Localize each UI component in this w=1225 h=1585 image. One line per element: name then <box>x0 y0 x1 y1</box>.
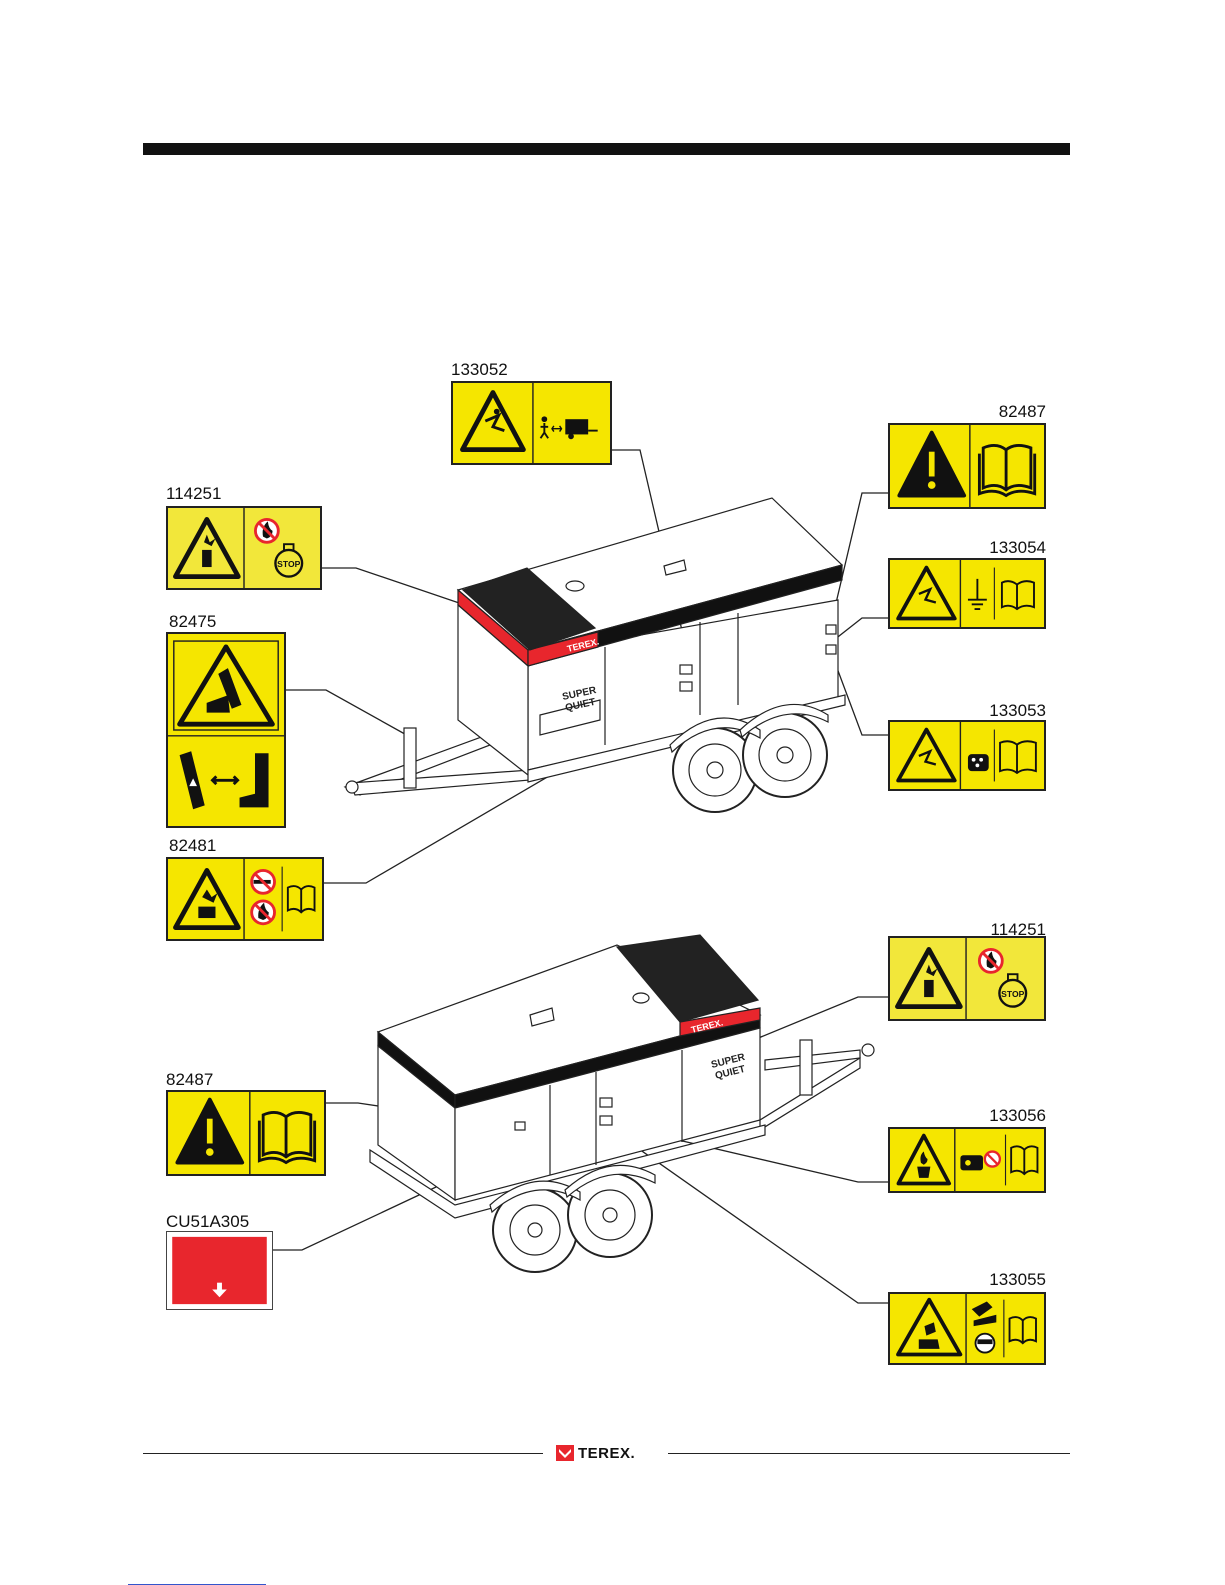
manual-book-icon <box>979 445 1034 495</box>
decal-code-82487-lower: 82487 <box>166 1071 213 1088</box>
electrocution-warning-icon <box>462 393 523 450</box>
engine-stop-icon: STOP <box>275 544 302 576</box>
decal-133053 <box>888 720 1046 791</box>
header-rule <box>143 143 1070 155</box>
quiet-label-upper: QUIET <box>564 697 596 714</box>
super-label-upper: SUPER <box>561 685 598 703</box>
svg-text:STOP: STOP <box>277 559 300 569</box>
electrocution-warning-icon <box>898 730 955 781</box>
decal-133056 <box>888 1127 1046 1193</box>
generator-upper <box>345 498 845 812</box>
no-flame-icon <box>255 519 278 542</box>
manual-book-icon <box>1000 741 1036 773</box>
battery-acid-icon <box>972 1302 997 1327</box>
quiet-label-lower: QUIET <box>714 1064 746 1082</box>
decal-code-133054: 133054 <box>888 539 1046 556</box>
super-label-lower: SUPER <box>710 1052 747 1071</box>
decal-82475 <box>166 632 286 828</box>
decal-133054 <box>888 558 1046 629</box>
decal-82487-upper <box>888 423 1046 509</box>
engine-stop-icon: STOP <box>999 974 1026 1006</box>
decal-code-82475: 82475 <box>169 613 216 630</box>
ground-symbol-icon <box>968 579 987 609</box>
decal-code-82487-upper: 82487 <box>888 403 1046 420</box>
footer-brand: TEREX. <box>578 1445 635 1462</box>
no-open-flame-icon <box>252 901 275 924</box>
decal-82487-lower <box>166 1090 326 1176</box>
decal-114251-lower: STOP <box>888 936 1046 1021</box>
no-smoking-icon <box>252 870 275 893</box>
manual-book-icon <box>1002 581 1034 609</box>
decal-code-114251-upper: 114251 <box>166 485 221 502</box>
leader-lines <box>272 450 888 1303</box>
manual-book-icon <box>259 1112 314 1162</box>
manual-book-icon <box>1010 1317 1036 1343</box>
footer-logo: TEREX. <box>556 1443 658 1463</box>
decal-code-82481: 82481 <box>169 837 216 854</box>
decal-133055 <box>888 1292 1046 1365</box>
decal-code-133055: 133055 <box>888 1271 1046 1288</box>
fuel-explosion-icon <box>175 519 238 576</box>
engine-cooldown-icon <box>960 1152 999 1171</box>
fuel-explosion-icon <box>897 949 960 1006</box>
decal-82481 <box>166 857 324 941</box>
decal-code-CU51A305: CU51A305 <box>166 1213 249 1230</box>
electrical-panel-icon <box>968 754 989 771</box>
manual-book-icon <box>1011 1146 1037 1174</box>
footer-rule-right <box>668 1453 1070 1454</box>
decal-133052 <box>451 381 612 465</box>
terex-logo-icon <box>556 1445 574 1461</box>
terex-label-upper: TEREX. <box>566 636 600 654</box>
decal-code-133053: 133053 <box>888 702 1046 719</box>
face-protection-icon <box>976 1334 995 1353</box>
decal-code-133052: 133052 <box>451 361 508 378</box>
decal-CU51A305 <box>166 1231 273 1310</box>
decal-code-133056: 133056 <box>888 1107 1046 1124</box>
electrocution-warning-icon <box>898 568 955 619</box>
svg-text:STOP: STOP <box>1001 989 1024 999</box>
footer-rule-left <box>143 1453 543 1454</box>
no-flame-icon <box>979 949 1002 972</box>
keep-distance-icon <box>541 416 598 439</box>
manual-book-icon <box>288 886 315 912</box>
keep-clear-foot-icon <box>180 751 269 809</box>
generator-lower <box>370 935 874 1272</box>
decal-114251-upper: STOP <box>166 506 322 590</box>
terex-label-lower: TEREX. <box>690 1017 724 1035</box>
